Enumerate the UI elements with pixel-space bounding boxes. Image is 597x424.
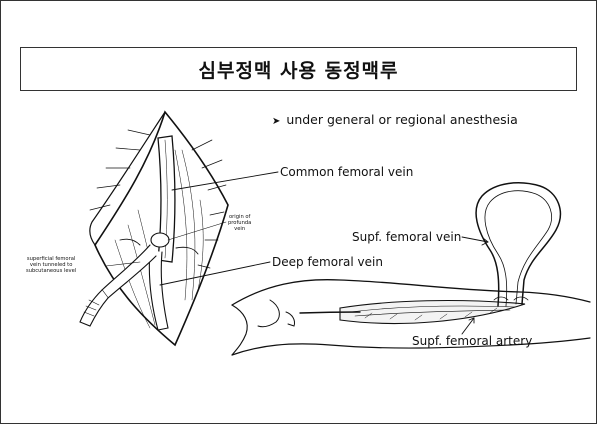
superficial-femoral-vein-loop [476,183,560,306]
label-origin-profunda: origin of profunda vein [228,215,251,233]
leader-supf-femoral-artery [462,318,474,334]
left-skin-flap [90,112,165,245]
deep-femoral-vein [149,250,168,330]
superficial-tunneled-line-3: subcutaneous level [26,269,76,275]
label-supf-femoral-artery: Supf. femoral artery [412,334,532,348]
superficial-vein-tunnel [102,245,156,298]
leg-outline-bottom [232,338,590,355]
label-common-femoral-vein: Common femoral vein [280,165,413,179]
label-superficial-tunneled: superficial femoral vein tunneled to sub… [26,257,76,275]
origin-profunda-line-3: vein [228,227,251,233]
leader-deep-femoral [160,262,270,285]
vein-junction [151,233,169,247]
label-deep-femoral-vein: Deep femoral vein [272,255,383,269]
tunnel-tube [80,290,108,326]
label-supf-femoral-vein: Supf. femoral vein [352,230,461,244]
